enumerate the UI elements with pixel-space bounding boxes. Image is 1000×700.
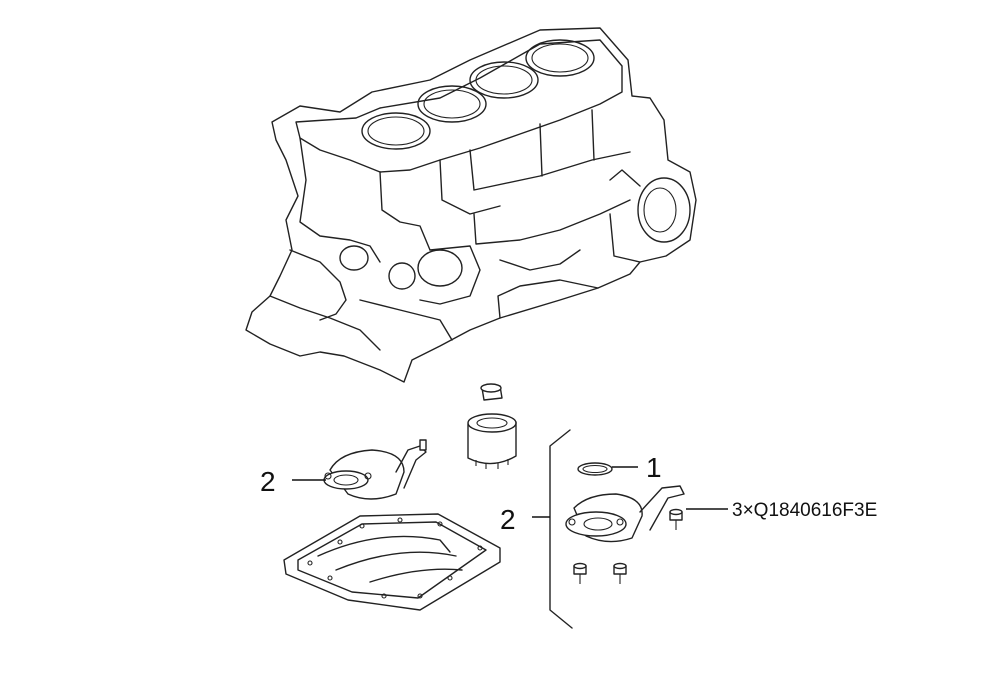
- group-bracket: [532, 429, 573, 629]
- callout-item-1: 1: [646, 452, 662, 483]
- callout-item-2-left: 2: [260, 466, 276, 497]
- gasket-ring: [577, 462, 638, 476]
- oil-pan: [283, 513, 501, 611]
- bolt-upper: [669, 508, 728, 530]
- bolt-spec-label: 3×Q1840616F3E: [732, 500, 877, 521]
- bolt-lower-right: [613, 562, 627, 584]
- oil-filter: [467, 383, 517, 469]
- oil-strainer-left: [323, 439, 427, 500]
- engine-block: [245, 27, 697, 383]
- callout-item-2-right: 2: [500, 504, 516, 535]
- oil-strainer-right: [565, 485, 685, 543]
- bolt-lower-left: [573, 562, 587, 584]
